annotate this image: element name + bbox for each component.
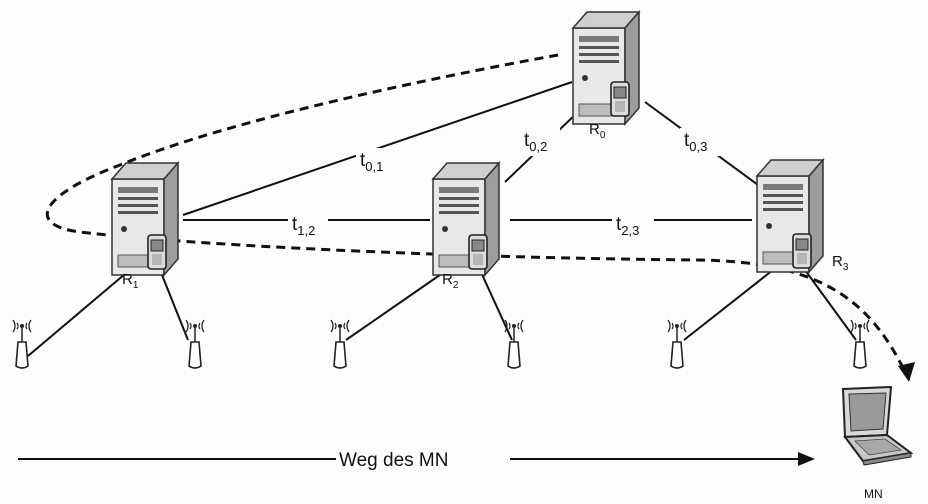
link-label-t02: t0,2 [524,130,547,154]
router-label-r3: R3 [832,253,849,273]
router-r3 [756,159,824,273]
movement-arrowhead [798,452,815,466]
mn-path-arrowhead [898,362,915,382]
router-label-r2: R2 [442,271,459,291]
antenna-icon [850,319,870,369]
antenna-icon [185,319,205,369]
antenna-icon [667,319,687,369]
router-r0 [572,11,640,125]
mn-movement-path [45,53,907,373]
mobile-phone-icon [610,81,630,117]
link-r2-ap4 [479,269,513,341]
router-r1 [111,162,179,276]
antenna-icon [330,319,350,369]
mobile-phone-icon [147,234,167,270]
link-r3-ap6 [804,269,857,341]
server-tower-icon [432,162,500,276]
link-label-t12: t1,2 [292,214,315,238]
mobile-phone-icon [468,234,488,270]
link-r2-ap3 [345,267,451,341]
laptop-icon [841,385,914,466]
link-r1-ap2 [159,269,189,341]
server-tower-icon [756,159,824,273]
link-label-t01: t0,1 [360,150,383,174]
path-label: Weg des MN [339,450,448,471]
mobile-phone-icon [792,233,812,269]
link-label-t23: t2,3 [616,214,639,238]
antenna-icon [504,319,524,369]
link-r1-ap1 [27,267,133,357]
mobile-node-label: MN [864,487,883,501]
router-r2 [432,162,500,276]
server-tower-icon [111,162,179,276]
antenna-icon [12,319,32,369]
link-r3-ap5 [683,265,779,341]
router-label-r0: R0 [589,121,606,141]
router-label-r1: R1 [122,271,139,291]
link-label-t03: t0,3 [684,130,707,154]
